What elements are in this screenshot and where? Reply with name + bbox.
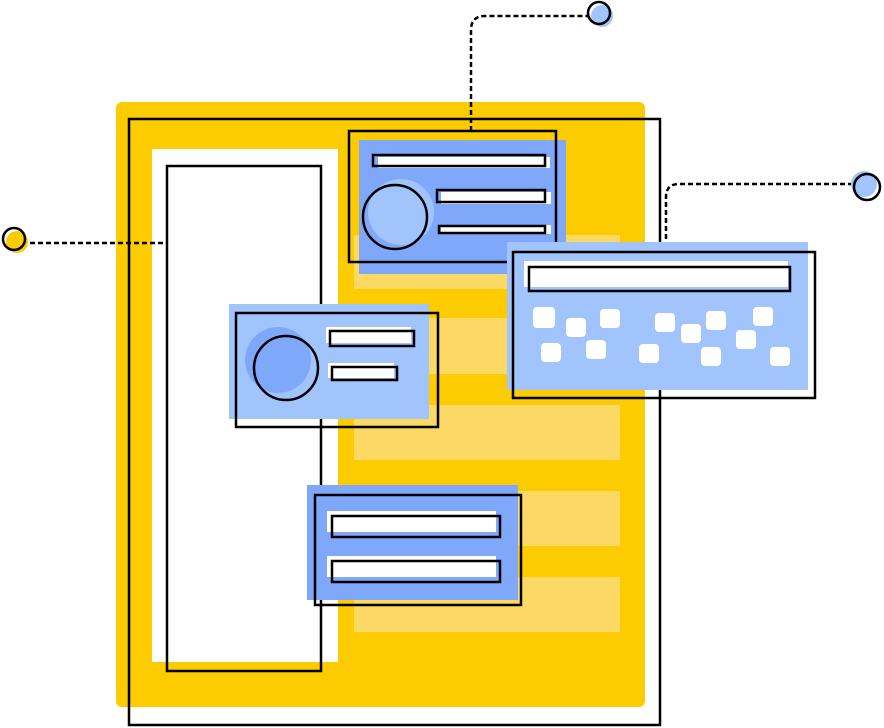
tag-chip	[753, 307, 773, 326]
connector-right	[664, 171, 882, 255]
form-field	[327, 556, 496, 577]
tag-chip	[736, 330, 756, 349]
tag-chip	[701, 347, 721, 366]
tag-chip	[706, 311, 726, 330]
page-outline	[127, 117, 662, 727]
profile-card-outline	[347, 129, 558, 264]
form-field-outline	[330, 514, 502, 539]
text-line	[326, 327, 411, 343]
profile-card-top	[347, 129, 566, 274]
tag-chip	[533, 307, 555, 328]
connector-left	[1, 226, 167, 253]
form-field-outline	[330, 559, 502, 584]
tag-chip	[586, 340, 606, 359]
text-line-outline	[435, 188, 547, 204]
circle-dot-icon-outline	[1, 226, 27, 252]
tag-chip	[639, 344, 659, 363]
tag-cloud-card-outline	[511, 250, 817, 400]
tag-chip	[770, 347, 790, 366]
circle-dot-icon-outline	[586, 0, 612, 26]
user-avatar-icon	[245, 327, 311, 393]
connector-top	[469, 0, 613, 131]
form-card-outline	[313, 493, 523, 607]
form-card	[307, 485, 523, 607]
profile-card-middle	[229, 304, 440, 429]
tag-chips	[533, 307, 790, 366]
text-line-outline	[371, 153, 547, 168]
text-line-outline	[328, 329, 416, 348]
profile-card-outline	[234, 311, 440, 429]
text-line	[328, 363, 394, 378]
tag-chip	[681, 324, 701, 343]
tag-chip	[655, 313, 675, 332]
tag-chip	[600, 309, 620, 328]
text-line	[378, 157, 550, 168]
tag-chip	[541, 343, 561, 362]
search-bar-outline	[527, 265, 792, 293]
text-line	[441, 225, 551, 234]
user-avatar-outline	[252, 334, 320, 402]
form-field	[327, 511, 496, 532]
text-line-outline	[437, 224, 547, 235]
search-bar	[524, 261, 788, 287]
text-line-outline	[330, 365, 399, 382]
tag-chip	[566, 318, 586, 337]
user-avatar-outline	[361, 183, 429, 251]
tag-cloud-card	[507, 242, 817, 400]
circle-dot-icon-outline	[852, 172, 882, 202]
